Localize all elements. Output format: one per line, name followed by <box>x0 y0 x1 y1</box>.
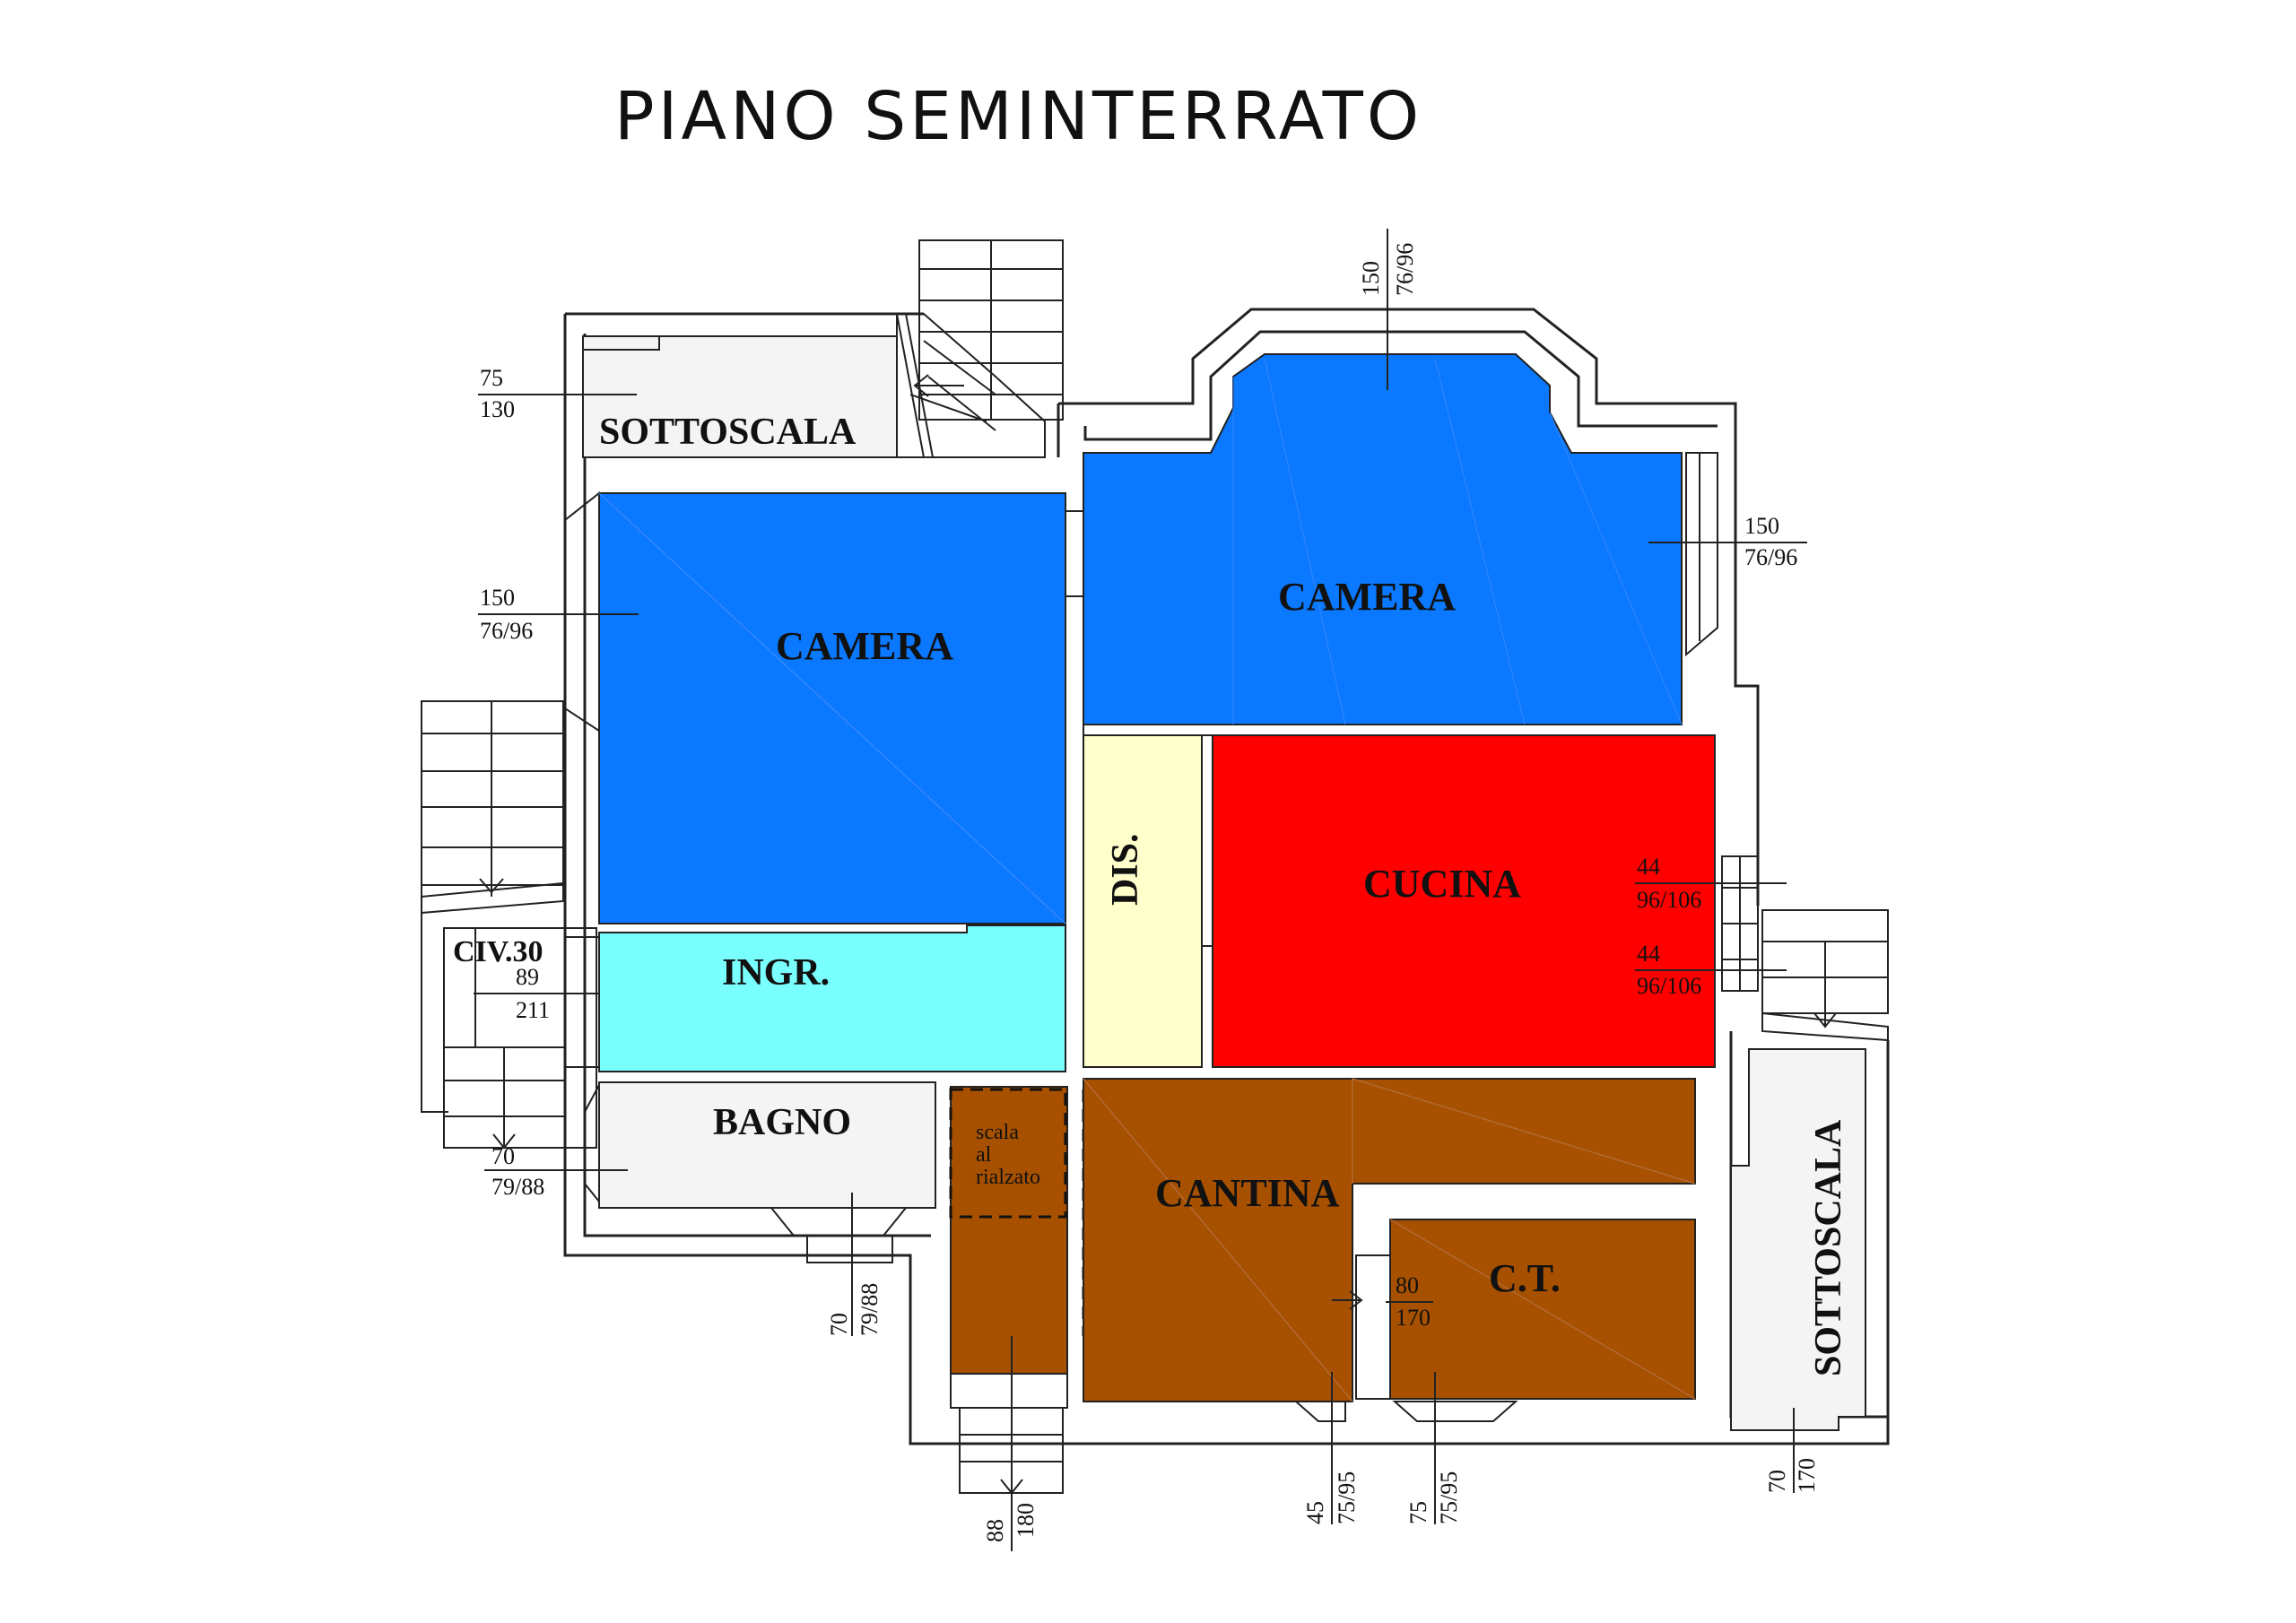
entrance-civ30: CIV.30 <box>443 927 597 1150</box>
svg-text:79/88: 79/88 <box>491 1174 544 1200</box>
dim-camera-right-top: 150 76/96 <box>1358 229 1418 390</box>
svg-text:75/95: 75/95 <box>1334 1471 1360 1524</box>
room-label-sottoscala-top: SOTTOSCALA <box>599 412 857 453</box>
dim-cucina-2: 44 96/106 <box>1635 941 1787 999</box>
plan-title: PIANO SEMINTERRATO <box>614 78 1422 155</box>
room-sottoscala-right: SOTTOSCALA <box>1730 1048 1866 1431</box>
svg-text:88: 88 <box>982 1519 1008 1542</box>
dim-bagno-side: 70 79/88 <box>484 1143 628 1200</box>
svg-text:79/88: 79/88 <box>857 1283 883 1336</box>
room-label-sottoscala-right: SOTTOSCALA <box>1808 1119 1849 1376</box>
room-camera-right: CAMERA <box>1083 353 1718 725</box>
svg-text:45: 45 <box>1302 1501 1328 1524</box>
room-label-dis: DIS. <box>1105 833 1146 906</box>
svg-text:130: 130 <box>480 396 515 422</box>
scala-label-2: al <box>976 1143 992 1167</box>
dim-ct-door: 80 170 <box>1386 1272 1433 1331</box>
civ-label: CIV.30 <box>453 935 543 968</box>
room-cucina: CUCINA <box>1201 734 1759 1068</box>
svg-text:96/106: 96/106 <box>1637 887 1701 913</box>
room-disimpegno: DIS. <box>1065 510 1203 1068</box>
svg-text:44: 44 <box>1637 941 1660 967</box>
svg-text:211: 211 <box>516 997 550 1023</box>
room-cantina: CANTINA <box>1083 1078 1696 1422</box>
left-staircase <box>421 700 564 1113</box>
dim-ingr: 89 211 <box>474 964 628 1023</box>
svg-text:180: 180 <box>1013 1503 1039 1538</box>
top-staircase <box>896 239 1064 458</box>
room-ingresso: INGR. <box>565 924 1066 1072</box>
dim-camera-right-side: 150 76/96 <box>1648 513 1807 570</box>
svg-text:76/96: 76/96 <box>1744 544 1797 570</box>
svg-text:75/95: 75/95 <box>1436 1471 1462 1524</box>
scala-label-1: scala <box>976 1121 1019 1144</box>
room-label-cucina: CUCINA <box>1363 862 1521 906</box>
scala-label-3: rialzato <box>976 1166 1040 1189</box>
svg-text:75: 75 <box>480 365 503 391</box>
room-label-cantina: CANTINA <box>1155 1171 1340 1215</box>
svg-text:76/96: 76/96 <box>480 618 533 644</box>
dim-bagno-bottom: 70 79/88 <box>826 1193 883 1336</box>
dim-ct-bottom: 75 75/95 <box>1405 1372 1462 1524</box>
room-ct: C.T. <box>1332 1219 1696 1422</box>
room-label-bagno: BAGNO <box>713 1102 851 1143</box>
room-scala-rialzato: scala al rialzato <box>949 1086 1085 1495</box>
svg-text:75: 75 <box>1405 1501 1431 1524</box>
camera-right-fill <box>1083 353 1683 725</box>
room-label-ingr: INGR. <box>722 952 830 994</box>
room-sottoscala-top: SOTTOSCALA <box>582 335 898 458</box>
svg-text:96/106: 96/106 <box>1637 973 1701 999</box>
dim-sottoscala-right: 70 170 <box>1764 1408 1820 1493</box>
svg-text:150: 150 <box>1744 513 1779 539</box>
svg-text:80: 80 <box>1396 1272 1419 1298</box>
room-label-ct: C.T. <box>1489 1256 1561 1300</box>
room-label-camera-left: CAMERA <box>776 624 953 668</box>
right-staircase <box>1761 909 1889 1042</box>
room-label-camera-right: CAMERA <box>1278 575 1456 619</box>
dim-stair-bottom: 88 180 <box>982 1488 1039 1551</box>
svg-text:89: 89 <box>516 964 539 990</box>
dim-camera-left: 150 76/96 <box>478 585 639 644</box>
svg-text:170: 170 <box>1794 1458 1820 1493</box>
svg-text:76/96: 76/96 <box>1392 243 1418 296</box>
room-camera-left: CAMERA <box>564 490 1066 924</box>
svg-text:70: 70 <box>1764 1470 1790 1493</box>
svg-text:70: 70 <box>826 1313 852 1336</box>
room-bagno: BAGNO <box>584 1081 936 1263</box>
svg-text:44: 44 <box>1637 854 1660 880</box>
dim-cucina-1: 44 96/106 <box>1635 854 1787 913</box>
dim-sottoscala-top: 75 130 <box>478 365 637 422</box>
svg-text:170: 170 <box>1396 1305 1431 1331</box>
svg-text:150: 150 <box>1358 261 1384 296</box>
svg-text:150: 150 <box>480 585 515 611</box>
dim-cantina-bottom: 45 75/95 <box>1302 1372 1360 1524</box>
svg-text:70: 70 <box>491 1143 515 1169</box>
